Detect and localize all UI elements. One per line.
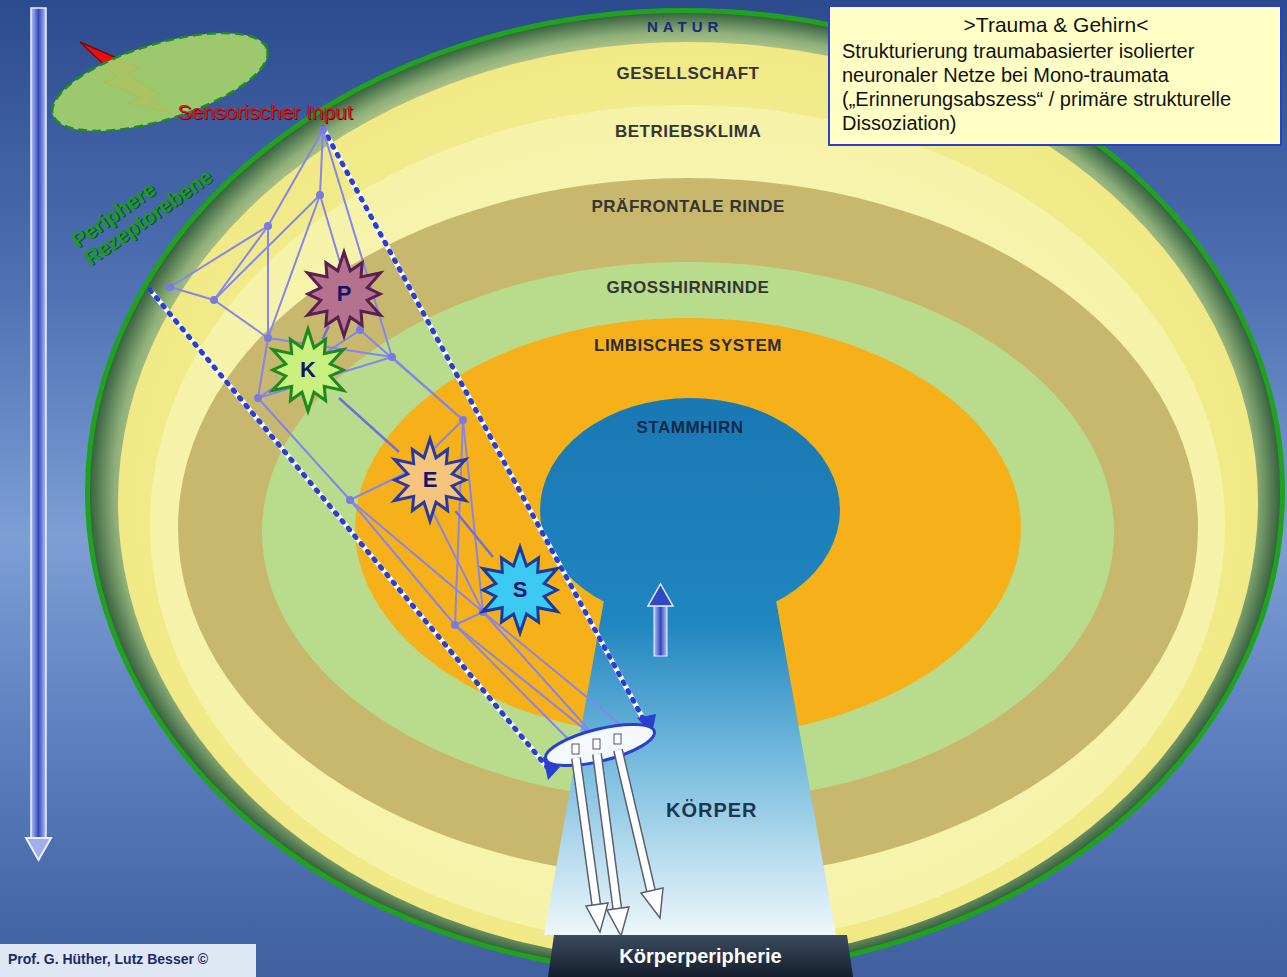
body-label: KÖRPER [666,799,758,822]
star-letter: E [423,467,438,493]
title-heading: >Trauma & Gehirn< [842,13,1270,37]
text-holder: Prof. G. Hüther, Lutz Besser © [0,944,256,977]
band-label: NATUR [647,18,723,35]
band-shape [355,318,1021,738]
starburst: K [277,339,339,401]
band-label: GROSSHIRNRINDE [607,278,770,298]
band-shape [85,8,1285,976]
brainstem-keyhole: STAMMHIRN [540,398,840,935]
text-holder: Sensorischer Input [178,100,353,124]
text-holder: LIMBISCHES SYSTEM [594,336,782,356]
band-label: BETRIEBSKLIMA [615,122,761,142]
star-letter: K [300,357,316,383]
cortex-band: GROSSHIRNRINDE LIMBISCHES SYSTEM STAMMHIRN [262,262,1114,802]
band-label: STAMMHIRN [637,418,744,438]
input-label: Sensorischer Input [178,100,353,124]
text-holder: BETRIEBSKLIMA [615,122,761,142]
receptor-label: Periphere Rezeptorebene [68,136,233,270]
title-body: Strukturierung traumabasierter isolierte… [842,39,1270,135]
band-label: GESELLSCHAFT [617,64,760,84]
text-holder: Periphere Rezeptorebene [68,136,233,270]
credit-label: Prof. G. Hüther, Lutz Besser © [0,944,256,977]
limbic-band: LIMBISCHES SYSTEM STAMMHIRN [355,318,1021,738]
starburst: P [312,262,376,326]
band-label: PRÄFRONTALE RINDE [592,197,785,217]
keyhole-shape [540,398,840,935]
body-periphery-bar: Körperperipherie [548,935,853,977]
star-letter: S [513,577,528,603]
society-band: GESELLSCHAFT BETRIEBSKLIMA PRÄFRONTALE RIN… [118,42,1258,962]
starburst: E [399,449,461,511]
bar-label: Körperperipherie [619,945,781,968]
text-holder: NATUR [647,18,723,35]
band-shape [118,42,1258,962]
text-holder: KÖRPER [666,799,758,822]
text-holder: GESELLSCHAFT [617,64,760,84]
star-letter: P [337,281,352,307]
starburst: S [487,557,553,623]
title-box: >Trauma & Gehirn<Strukturierung traumaba… [828,5,1282,146]
text-holder: STAMMHIRN [637,418,744,438]
band-label: LIMBISCHES SYSTEM [594,336,782,356]
left-down-arrow [26,8,51,860]
receptor-ellipse: Periphere Rezeptorebene [40,20,330,290]
text-holder: GROSSHIRNRINDE [607,278,770,298]
nature-band: NATUR GESELLSCHAFT BETRIEBSKLIMA PRÄFRONTAL… [85,8,1285,976]
text-holder: PRÄFRONTALE RINDE [592,197,785,217]
